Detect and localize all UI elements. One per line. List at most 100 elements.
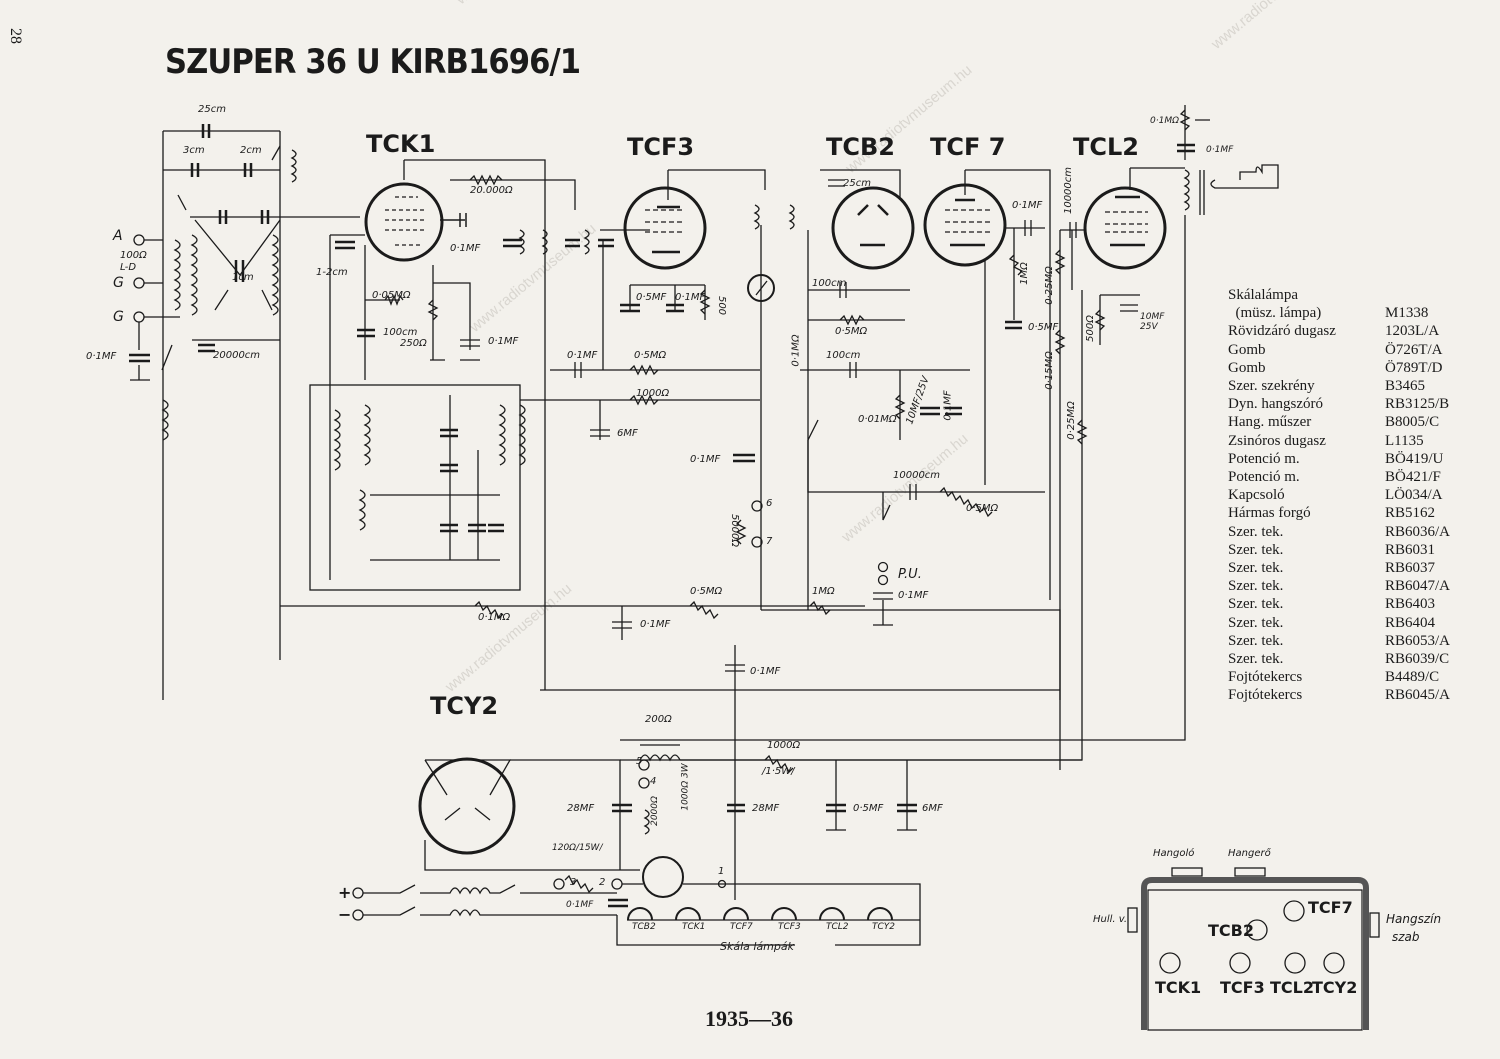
avc-section	[280, 600, 1060, 900]
wire	[826, 760, 917, 831]
part-name: Dyn. hangszóró	[1228, 396, 1323, 413]
wire	[329, 234, 366, 580]
label-r-100ohm: 100Ω	[120, 250, 147, 261]
filter-capacitors	[920, 406, 962, 416]
wire	[550, 362, 760, 378]
terminal-A[interactable]	[133, 234, 145, 246]
pickup-terminal[interactable]	[877, 574, 889, 586]
knob-wave[interactable]	[1127, 907, 1138, 933]
capacitor-100cm	[357, 328, 375, 338]
parts-row: Skálalámpa	[1228, 286, 1450, 304]
switch-VII	[161, 344, 173, 371]
scale-lamp-label: TCF7	[730, 922, 753, 932]
mains-minus-terminal[interactable]	[352, 909, 364, 921]
wire	[622, 883, 921, 920]
parts-list: Skálalámpa (müsz. lámpa)M1338 Rövidzáró …	[1228, 286, 1450, 705]
capacitor-0.1MF	[129, 353, 150, 363]
parts-row: Potenció m.BÖ421/F	[1228, 468, 1450, 486]
wire	[620, 215, 1186, 741]
capacitor-6MF	[590, 400, 610, 440]
detector-af-section	[800, 169, 1051, 626]
cathode-capacitors	[620, 303, 684, 313]
label-pot-05mohm: 0·5MΩ	[966, 503, 999, 514]
part-code: Ö726T/A	[1385, 341, 1443, 358]
part-code: BÖ419/U	[1385, 450, 1444, 467]
speaker-voice-coil	[1210, 164, 1279, 189]
resistor-250ohm	[427, 265, 445, 361]
socket-tcb2	[1246, 919, 1268, 941]
wire	[162, 130, 280, 700]
label-r-1000ohm-3w: 1000Ω 3W	[680, 763, 691, 811]
page-title: SZUPER 36 U KIRB1696/1	[165, 42, 581, 82]
capacitor-0.1MF	[612, 606, 632, 640]
tube-label-tcl2: TCL2	[1073, 133, 1139, 161]
parts-row: (müsz. lámpa)M1338	[1228, 304, 1450, 322]
coil-5-6	[333, 409, 341, 471]
mains-plus-line	[363, 884, 617, 895]
tube-grids	[945, 209, 990, 233]
wire	[760, 225, 1061, 700]
part-name: Skálalámpa	[1228, 287, 1298, 303]
oscillator-box	[309, 384, 521, 591]
field-coil	[643, 809, 650, 835]
pin-2	[611, 878, 623, 890]
parts-row: Szer. tek.RB6036/A	[1228, 523, 1450, 541]
switch-XI	[271, 145, 281, 161]
wire	[1059, 230, 1073, 770]
wire	[370, 395, 500, 561]
chassis-outline	[1147, 889, 1363, 1031]
label-pin-4: 4	[650, 776, 657, 787]
label-c-01mf-avc: 0·1MF	[567, 350, 598, 361]
coil-K2	[518, 404, 526, 466]
scale-lamps	[627, 907, 893, 921]
knob-tone[interactable]	[1369, 912, 1380, 938]
switch-XII	[807, 419, 819, 441]
avc-line	[280, 600, 865, 620]
label-c-10000cm: 10000cm	[1063, 166, 1075, 215]
socket-tcl2	[1284, 952, 1306, 974]
knob-volume[interactable]	[1234, 867, 1266, 877]
pin-5	[638, 759, 650, 771]
capacitor-100cm	[807, 230, 910, 610]
terminal-G[interactable]	[133, 311, 145, 323]
capacitor-100cm	[800, 362, 970, 378]
potentiometer-0.5Mohm[interactable]	[939, 486, 993, 518]
tube-tcf3	[623, 186, 707, 270]
terminal-G[interactable]	[133, 277, 145, 289]
label-knob-wave: Hull. v.	[1093, 914, 1128, 925]
parts-row: Szer. tek.RB6053/A	[1228, 632, 1450, 650]
resistor-0.5Mohm	[808, 314, 905, 326]
mains-plus-terminal[interactable]	[352, 887, 364, 899]
part-name: (müsz. lámpa)	[1228, 305, 1322, 322]
label-pin-3: 3	[570, 877, 577, 888]
label-r-rating: /1·5W/	[762, 766, 795, 777]
knob-tuning[interactable]	[1171, 867, 1203, 877]
page-number: 28	[7, 28, 24, 44]
label-c-6mf: 6MF	[922, 803, 943, 814]
resistor-500ohm	[1094, 309, 1106, 331]
label-pin-2: 2	[599, 877, 606, 888]
pickup-terminal[interactable]	[877, 561, 889, 573]
label-knob-tone: Hangszín	[1386, 912, 1442, 926]
label-r-001mohm: 0·01MΩ	[858, 414, 897, 425]
pin-3	[553, 878, 565, 890]
label-c-100cm: 100cm	[812, 278, 847, 289]
label-c-01mf: 0·1MF	[86, 351, 117, 362]
socket-tcf7	[1283, 900, 1305, 922]
scale-lamp-label: TCB2	[632, 922, 656, 932]
part-name: Gomb	[1228, 359, 1266, 376]
label-c-10mf-25v: 10MF 25V	[1140, 312, 1165, 332]
tube-tcy2	[418, 757, 516, 855]
if-capacitors	[503, 238, 614, 248]
label-plus: +	[338, 883, 352, 902]
part-name: Szer. tek.	[1228, 560, 1284, 577]
label-knob-tuning: Hangoló	[1153, 848, 1195, 859]
label-r-120ohm: 120Ω/15W/	[552, 843, 603, 853]
label-c-05mf: 0·5MF	[636, 292, 667, 303]
